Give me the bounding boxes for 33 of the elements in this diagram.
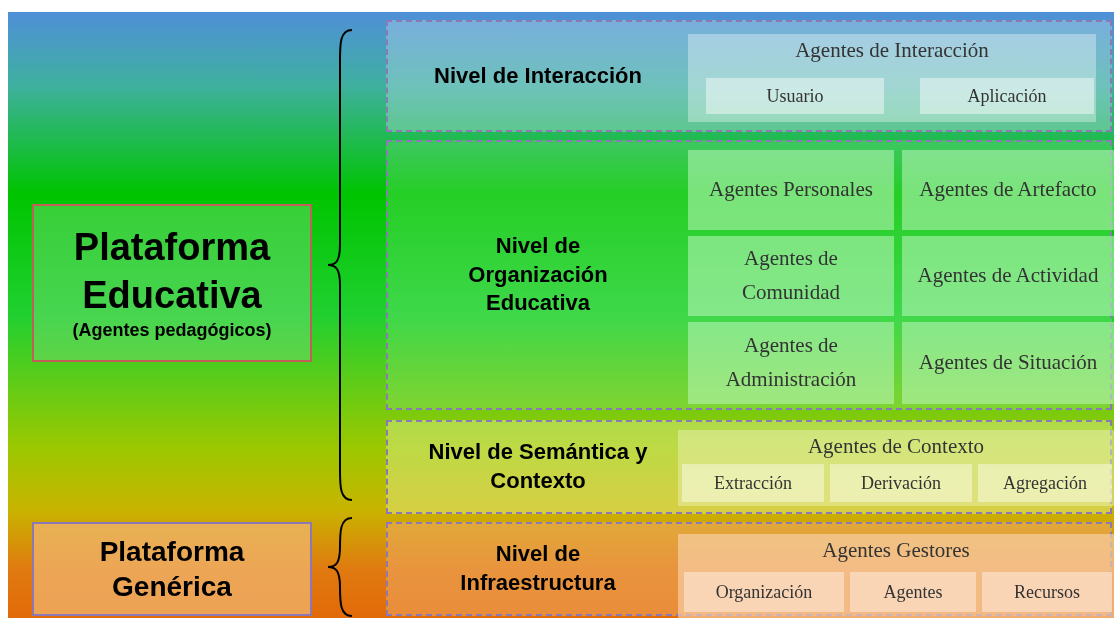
agent-box: Agentes de Actividad [902, 236, 1114, 316]
group-title: Agentes de Contexto [806, 434, 986, 459]
agent-box: Agentes Personales [688, 150, 894, 230]
group-title: Agentes de Interacción [794, 38, 990, 63]
agent-box: Aplicación [920, 78, 1094, 114]
agent-group-box [678, 430, 1114, 506]
agent-box: Agentes de Comunidad [688, 236, 894, 316]
group-title: Agentes Gestores [821, 538, 971, 563]
agent-box: Agentes [850, 572, 976, 612]
agent-box: Usuario [706, 78, 884, 114]
platform-box [32, 522, 312, 616]
agent-box: Organización [684, 572, 844, 612]
level-title: Nivel de Interacción [433, 61, 643, 90]
agent-box: Derivación [830, 464, 972, 502]
platform-box [32, 204, 312, 362]
agent-box: Agentes de Situación [902, 322, 1114, 404]
level-title: Nivel de Semántica y Contexto [427, 438, 649, 495]
agent-box: Agentes de Administración [688, 322, 894, 404]
agent-group-box [678, 534, 1114, 618]
level-panel [386, 522, 1112, 616]
level-title: Nivel de Infraestructura [459, 540, 617, 597]
platform-title: Plataforma Genérica [98, 535, 246, 604]
agent-box: Agregación [978, 464, 1112, 502]
agent-group-box [688, 34, 1096, 122]
level-panel [386, 20, 1112, 132]
level-panel [386, 420, 1112, 514]
agent-box: Agentes de Artefacto [902, 150, 1114, 230]
platform-title: Plataforma Educativa [72, 225, 272, 318]
level-title: Nivel de Organización Educativa [467, 232, 609, 318]
platform-subtitle: (Agentes pedagógicos) [72, 319, 272, 342]
agent-box: Recursos [982, 572, 1112, 612]
agent-box: Extracción [682, 464, 824, 502]
level-panel [386, 140, 1112, 410]
